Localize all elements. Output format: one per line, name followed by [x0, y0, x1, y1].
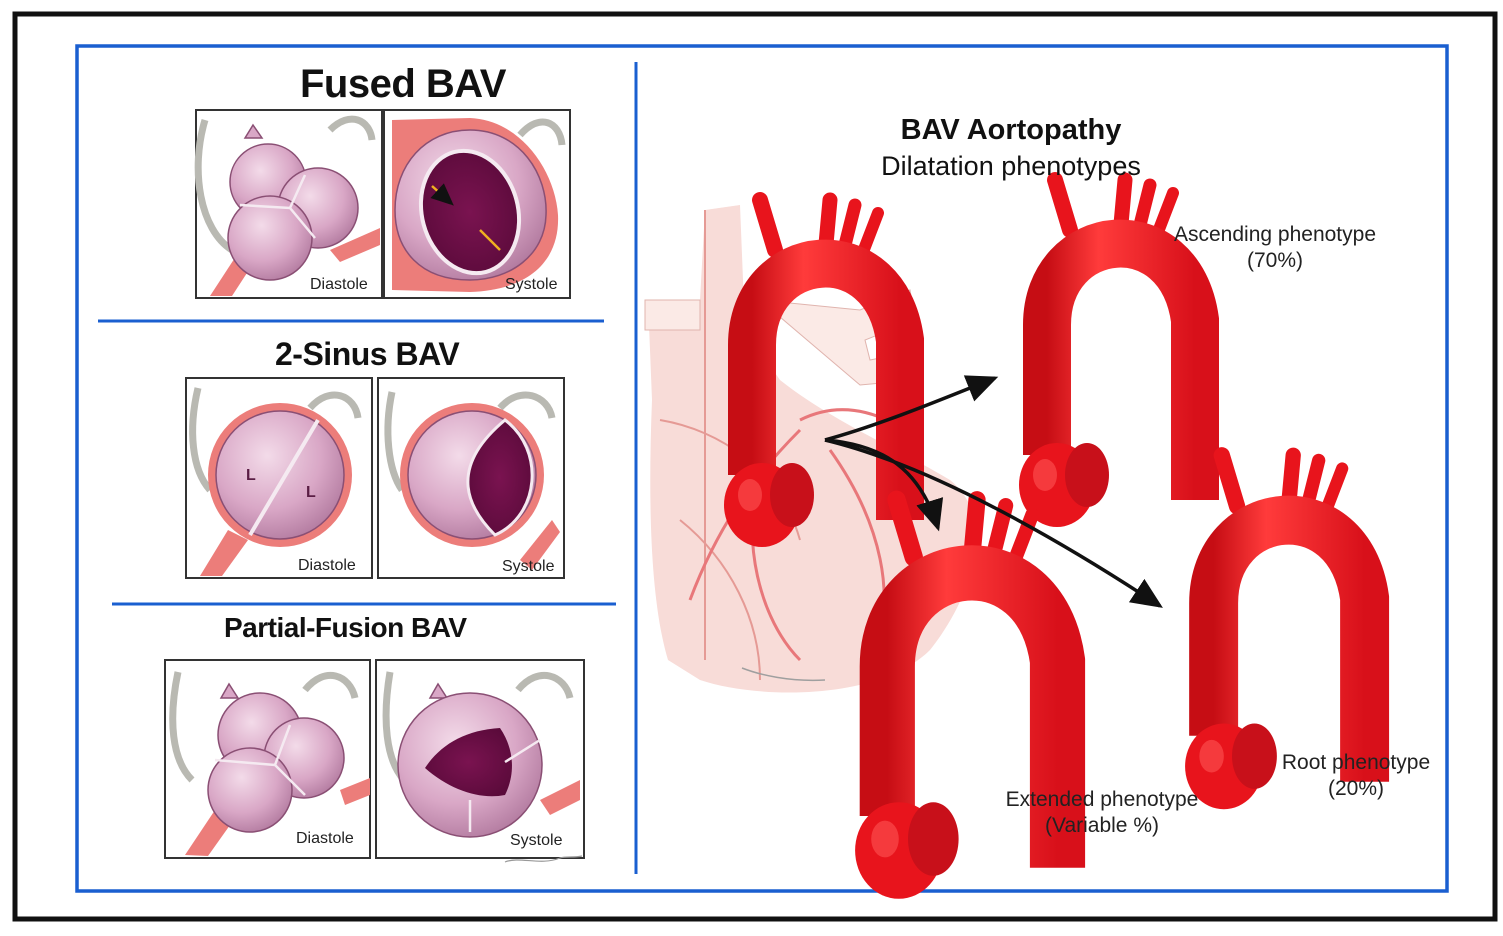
partial-fusion-bav-title: Partial-Fusion BAV	[224, 612, 467, 644]
fused-diastole-label: Diastole	[310, 276, 368, 294]
leaflet-label-right: L	[306, 484, 316, 502]
root-phenotype-label: Root phenotype (20%)	[1270, 750, 1442, 802]
root-phenotype-name: Root phenotype	[1270, 750, 1442, 776]
two-sinus-systole-frame	[378, 378, 564, 578]
two-sinus-diastole-label: Diastole	[298, 557, 356, 575]
partial-fusion-systole-frame	[376, 660, 584, 858]
ascending-phenotype-label: Ascending phenotype (70%)	[1162, 222, 1388, 274]
fused-diastole-frame	[196, 110, 382, 298]
fused-systole-label: Systole	[505, 276, 557, 294]
partial-fusion-systole-label: Systole	[510, 832, 562, 850]
extended-phenotype-label: Extended phenotype (Variable %)	[995, 787, 1209, 839]
fused-systole-frame	[384, 110, 570, 298]
two-sinus-diastole-frame	[186, 378, 372, 578]
ascending-phenotype-name: Ascending phenotype	[1162, 222, 1388, 248]
leaflet-label-left: L	[246, 467, 256, 485]
extended-phenotype-name: Extended phenotype	[995, 787, 1209, 813]
aortopathy-subtitle: Dilatation phenotypes	[860, 148, 1162, 184]
extended-phenotype-share: (Variable %)	[995, 813, 1209, 839]
root-phenotype-share: (20%)	[1270, 776, 1442, 802]
aortopathy-title: BAV Aortopathy	[880, 112, 1142, 148]
ascending-phenotype-share: (70%)	[1162, 248, 1388, 274]
partial-fusion-diastole-frame	[165, 660, 370, 858]
fused-bav-title: Fused BAV	[300, 62, 506, 107]
partial-fusion-diastole-label: Diastole	[296, 830, 354, 848]
two-sinus-bav-title: 2-Sinus BAV	[275, 336, 459, 373]
two-sinus-systole-label: Systole	[502, 558, 554, 576]
